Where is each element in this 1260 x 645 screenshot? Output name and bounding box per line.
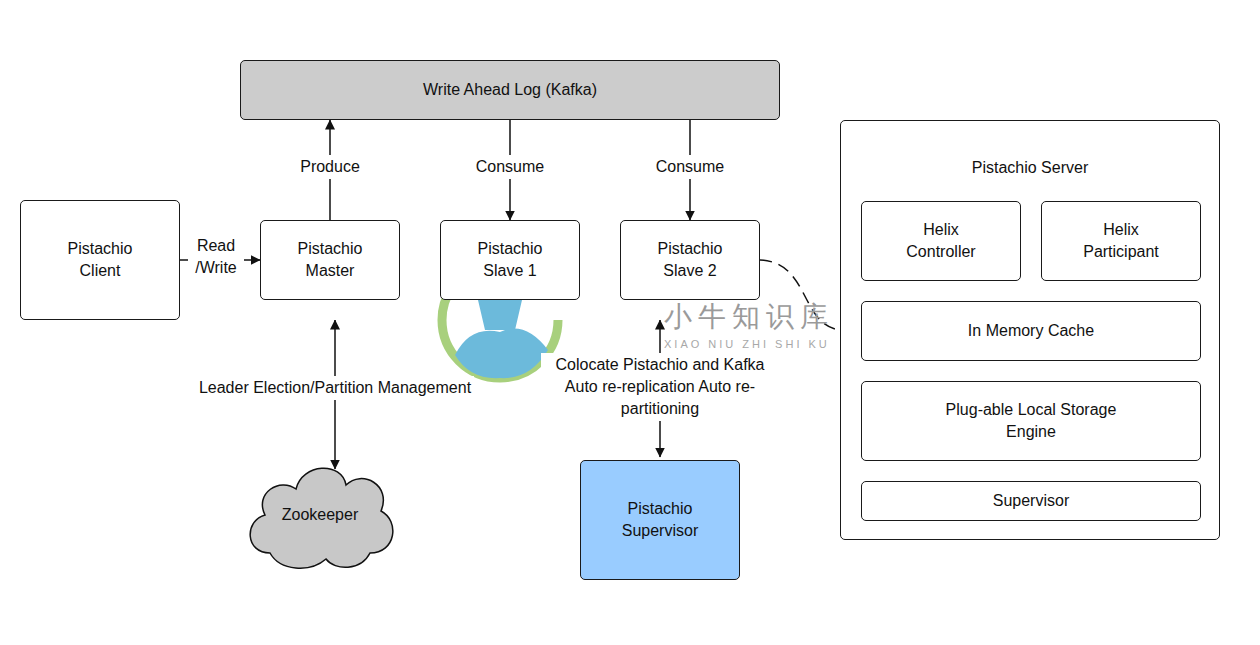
node-text: Pistachio Client — [55, 238, 145, 282]
supervisor-box: Pistachio Supervisor — [580, 460, 740, 580]
node-text: Pistachio Slave 2 — [645, 238, 735, 282]
slave-box: Pistachio Slave 2 — [620, 220, 760, 300]
watermark-text: XIAO NIU ZHI SHI KU — [664, 338, 830, 350]
node-text: Zookeeper — [282, 504, 359, 526]
client-box: Pistachio Client — [20, 200, 180, 320]
component-box: Plug-able Local Storage Engine — [861, 381, 1201, 461]
component-box: In Memory Cache — [861, 301, 1201, 361]
edge-label: Produce — [297, 155, 363, 179]
component-box: Helix Controller — [861, 201, 1021, 281]
edge-label: Read /Write — [188, 234, 244, 280]
slave-box: Pistachio Slave 1 — [440, 220, 580, 300]
log-box: Write Ahead Log (Kafka) — [240, 60, 780, 120]
edge-label: Consume — [653, 155, 727, 179]
node-text: In Memory Cache — [968, 320, 1094, 342]
cloud-outline — [250, 468, 393, 568]
server-box: Pistachio ServerHelix Controller Helix Pa… — [840, 120, 1220, 540]
watermark-text: 小牛知识库 — [664, 298, 834, 336]
edge-label: Colocate Pistachio and Kafka Auto re-rep… — [541, 353, 779, 421]
node-text: Pistachio Master — [285, 238, 375, 282]
component-box: Helix Participant — [1041, 201, 1201, 281]
edge-label: Leader Election/Partition Management — [196, 376, 474, 400]
node-text: Plug-able Local Storage Engine — [931, 399, 1131, 443]
node-text: Helix Participant — [1071, 219, 1171, 263]
node-text: Write Ahead Log (Kafka) — [423, 79, 597, 101]
edge-label: Consume — [473, 155, 547, 179]
master-box: Pistachio Master — [260, 220, 400, 300]
group-heading: Pistachio Server — [841, 157, 1219, 179]
node-text: Helix Controller — [891, 219, 991, 263]
component-box: Supervisor — [861, 481, 1201, 521]
cloud-shape: Zookeeper — [240, 455, 400, 575]
node-text: Supervisor — [993, 490, 1069, 512]
node-text: Pistachio Supervisor — [610, 498, 710, 542]
node-text: Pistachio Slave 1 — [465, 238, 555, 282]
